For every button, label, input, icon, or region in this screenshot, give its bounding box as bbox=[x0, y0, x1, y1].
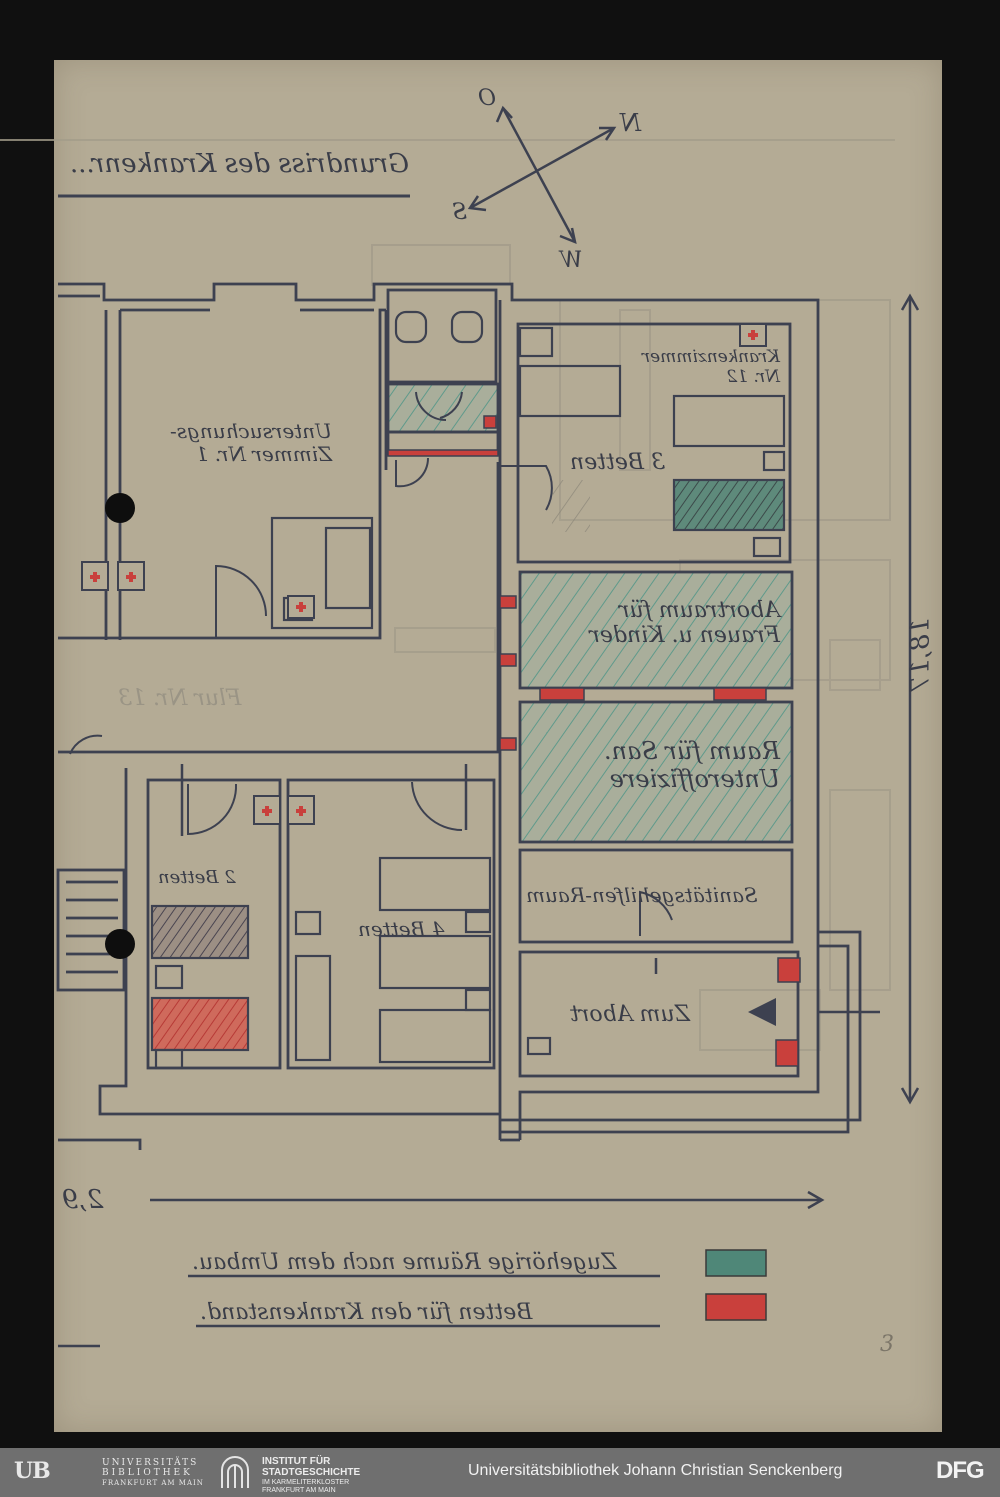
ub-logo-line2: BIBLIOTHEK bbox=[102, 1468, 193, 1478]
legend-lines bbox=[58, 1274, 660, 1348]
compass-east: O bbox=[478, 86, 497, 111]
legend-text-green: Zugehörige Räume nach dem Umbau. bbox=[192, 1250, 617, 1275]
label-corridor: Flur Nr. 13 bbox=[118, 686, 242, 711]
dimension-horizontal: 2,9 bbox=[62, 1185, 104, 1215]
binder-hole-bottom bbox=[105, 929, 135, 959]
entry-arrowhead bbox=[748, 998, 776, 1026]
compass-west: W bbox=[560, 248, 583, 273]
ifs-line1: INSTITUT FÜR bbox=[262, 1456, 331, 1467]
footer-bar: UB UNIVERSITÄTS BIBLIOTHEK FRANKFURT AM … bbox=[0, 1448, 1000, 1497]
building-walls bbox=[56, 282, 862, 1150]
label-room-women: Abortraum für Frauen u. Kinder bbox=[589, 598, 780, 649]
ifs-line3: IM KARMELITERKLOSTER bbox=[262, 1479, 350, 1486]
door-arcs bbox=[69, 391, 673, 936]
ub-logo-line3: FRANKFURT AM MAIN bbox=[102, 1479, 204, 1487]
compass-rose bbox=[467, 105, 617, 245]
label-exam-room: Untersuchungs-Zimmer Nr. 1 bbox=[170, 419, 332, 466]
hatch-area bbox=[552, 480, 590, 532]
floor-plan bbox=[0, 105, 920, 1348]
ub-logo[interactable]: UB UNIVERSITÄTS BIBLIOTHEK FRANKFURT AM … bbox=[14, 1458, 204, 1488]
red-markers bbox=[387, 415, 801, 1067]
label-sick-room-12: Krankenzimmer Nr. 12 bbox=[641, 347, 780, 387]
legend-swatch-red bbox=[705, 1293, 767, 1321]
ub-logo-mark: UB bbox=[14, 1458, 51, 1484]
legend-text-red: Betten für den Krankenstand. bbox=[200, 1300, 533, 1325]
furniture bbox=[150, 310, 786, 1070]
label-beds-middle: 4 Betten bbox=[358, 917, 445, 941]
label-beds-left: 2 Betten bbox=[158, 867, 236, 888]
label-room-corridor-right: Sanitätsgehilfen-Raum bbox=[526, 883, 758, 907]
dimension-vertical: 18,17 bbox=[905, 617, 936, 693]
binder-hole-top bbox=[105, 493, 135, 523]
ifs-logo[interactable]: INSTITUT FÜR STADTGESCHICHTE IM KARMELIT… bbox=[218, 1456, 418, 1494]
ifs-line2: STADTGESCHICHTE bbox=[262, 1467, 361, 1478]
plan-title: Grundriss des Krankenr... bbox=[70, 149, 410, 179]
arrows bbox=[150, 293, 920, 1210]
ifs-line4: FRANKFURT AM MAIN bbox=[262, 1487, 336, 1494]
page-number: 3 bbox=[880, 1332, 894, 1357]
ifs-arch-icon bbox=[221, 1456, 249, 1488]
label-beds-top-right: 3 Betten bbox=[570, 450, 666, 475]
legend-swatch-green bbox=[705, 1249, 767, 1277]
dfg-logo[interactable]: DFG bbox=[936, 1457, 985, 1484]
label-entry-right: Zum Abort bbox=[570, 1002, 690, 1027]
label-room-staff: Raum für San. Unteroffiziere bbox=[603, 737, 780, 793]
compass-south: S bbox=[452, 200, 468, 225]
library-title-link[interactable]: Universitätsbibliothek Johann Christian … bbox=[468, 1462, 843, 1479]
compass-north: N bbox=[620, 109, 641, 137]
ub-logo-line1: UNIVERSITÄTS bbox=[102, 1458, 199, 1468]
heater-crosses bbox=[90, 330, 758, 816]
